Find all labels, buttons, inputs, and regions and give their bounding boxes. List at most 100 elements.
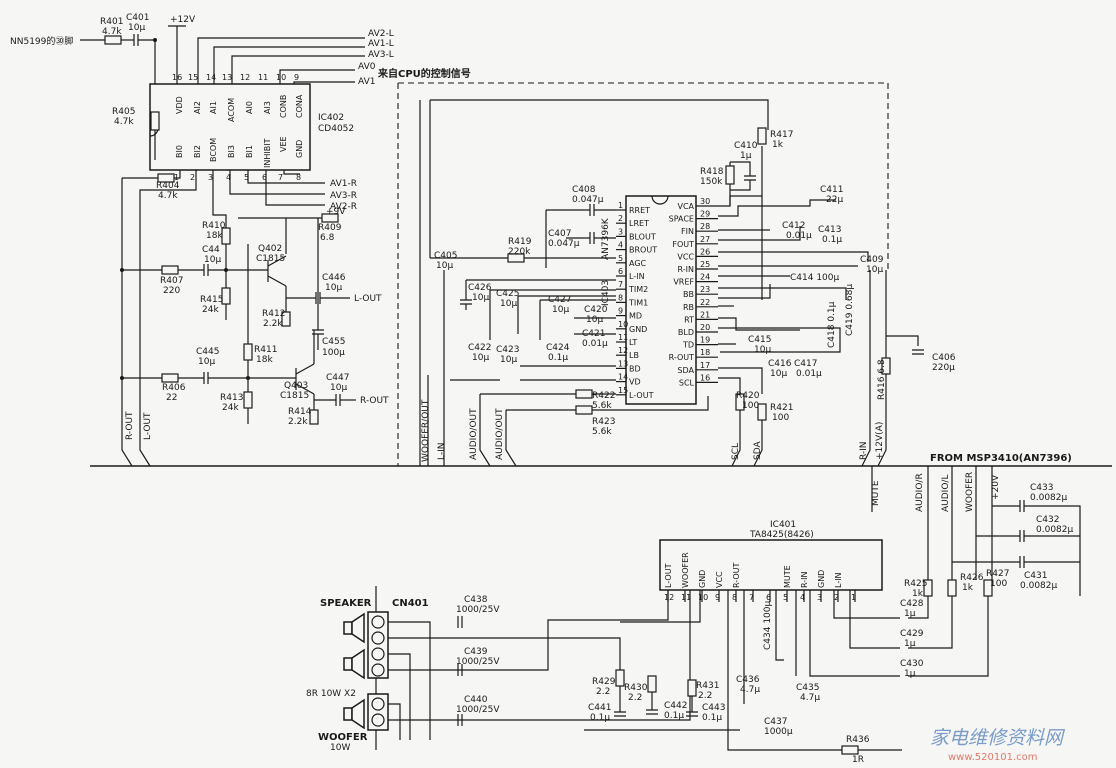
svg-text:C406: C406 [932,353,956,363]
ic401-pin-3-num: 3 [817,593,822,602]
svg-text:14: 14 [206,73,216,82]
resistor-r401 [104,35,122,45]
ic402-body [149,83,311,171]
r404-val: 4.7k [158,191,178,201]
svg-text:10μ: 10μ [472,353,489,363]
svg-text:R436: R436 [846,735,870,745]
svg-text:C408: C408 [572,185,596,195]
av0-label: AV0 [358,62,376,72]
svg-text:0.047μ: 0.047μ [548,239,580,249]
ic401-pin-4-num: 4 [800,593,805,602]
svg-text:R429: R429 [592,677,616,687]
svg-text:CONB: CONB [279,95,288,118]
ic403-pin-21-num: 21 [700,310,710,319]
bus-12v-a: +12V(A) [875,422,885,460]
ic403-pin-10-name: GND [629,325,647,334]
ic403-pin-1-name: RRET [629,206,650,215]
watermark-url: www.520101.com [948,752,1038,763]
source-label: NN5199的㉚脚 [10,35,73,47]
bus-woofer-out: WOOFER/OUT [421,399,431,462]
svg-text:C455: C455 [322,337,345,347]
ic401-pin-11-name: WOOFER [681,552,690,588]
svg-text:C411: C411 [820,185,843,195]
bus-l-out: L-OUT [143,412,153,440]
svg-text:C426: C426 [468,283,492,293]
av3-l-label: AV3-L [368,50,394,60]
svg-text:16: 16 [172,73,182,82]
svg-text:C420: C420 [584,305,608,315]
r405-val: 4.7k [114,117,134,127]
ic403-pin-18-name: R-OUT [669,353,694,362]
ic403-pin-22-name: RB [683,303,694,312]
svg-text:1μ: 1μ [904,609,916,619]
bus-20v: +20V [991,474,1001,500]
svg-text:10μ: 10μ [586,315,603,325]
svg-text:100: 100 [990,579,1007,589]
svg-text:C445: C445 [196,347,219,357]
bus-scl: SCL [731,443,741,460]
ic401-pin-9-num: 9 [715,593,720,602]
cn401-connector [367,611,389,679]
ic403-body [625,195,697,405]
svg-text:C439: C439 [464,647,488,657]
svg-text:4.7μ: 4.7μ [800,693,820,703]
ic403-pin-19-num: 19 [700,336,710,345]
svg-text:10μ: 10μ [330,383,347,393]
svg-text:C410: C410 [734,141,758,151]
svg-text:C431: C431 [1024,571,1047,581]
svg-text:1μ: 1μ [904,639,916,649]
ic401-pin-10-num: 10 [698,593,708,602]
svg-text:R419: R419 [508,237,532,247]
ic403-pin-13-name: BD [629,364,641,373]
ic403-pin-4-name: BROUT [629,246,657,255]
svg-text:1μ: 1μ [740,151,752,161]
svg-text:C441: C441 [588,703,611,713]
svg-text:0.1μ: 0.1μ [590,713,610,723]
svg-text:R430: R430 [624,683,648,693]
ic402-pin-names-bottom: BI0 BI2 BCOM BI3 BI1 INHIBIT VEE GND [175,136,304,168]
ic403-name: IC403 [601,280,611,306]
svg-text:R417: R417 [770,130,793,140]
svg-text:AI1: AI1 [209,101,218,114]
svg-text:1μ: 1μ [904,669,916,679]
svg-text:10μ: 10μ [552,305,569,315]
ic401-pin-2-name: L-IN [834,572,843,588]
ic403-pin-29-name: SPACE [669,215,694,224]
svg-text:1k: 1k [962,583,974,593]
q403-part: C1815 [280,391,309,401]
svg-text:C417: C417 [794,359,817,369]
svg-text:R418: R418 [700,167,724,177]
svg-text:220μ: 220μ [932,363,955,373]
ic403-pin-19-name: TD [682,341,694,350]
supply-9v-label: +9V [326,207,346,217]
svg-text:C44: C44 [202,245,220,255]
svg-text:3: 3 [208,173,213,182]
ic403-pin-7-num: 7 [618,280,623,289]
ic401-pin-10-name: GND [698,570,707,588]
svg-text:C428: C428 [900,599,924,609]
svg-text:9: 9 [294,73,299,82]
woofer-label: WOOFER [318,732,368,743]
svg-text:0.01μ: 0.01μ [786,231,812,241]
speaker-icon-1 [343,612,365,644]
svg-text:C436: C436 [736,675,760,685]
svg-text:R413: R413 [220,393,243,403]
svg-text:R414: R414 [288,407,312,417]
ic401-pin-8-name: R-OUT [732,563,741,588]
svg-text:C424: C424 [546,343,570,353]
svg-text:1000/25V: 1000/25V [456,657,500,667]
svg-text:100: 100 [742,401,759,411]
av1-l-label: AV1-L [368,39,394,49]
cn401-label: CN401 [392,598,429,609]
svg-text:18k: 18k [256,355,273,365]
bus-audio-l: AUDIO/L [941,475,951,512]
svg-text:8: 8 [296,173,301,182]
ic403-pin-12-name: LB [629,351,639,360]
ic401-pin-1-num: 1 [851,593,856,602]
svg-text:5.6k: 5.6k [592,427,612,437]
svg-text:ACOM: ACOM [227,98,236,122]
svg-text:6.8: 6.8 [320,233,335,243]
